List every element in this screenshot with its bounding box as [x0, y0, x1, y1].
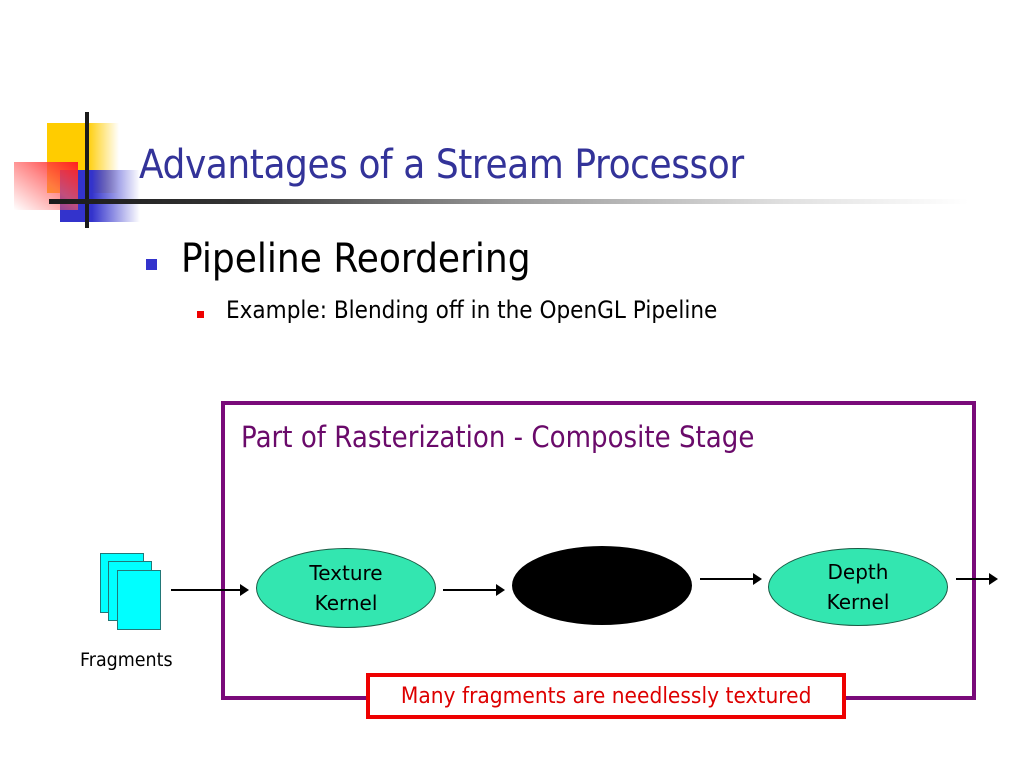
callout-text: Many fragments are needlessly textured — [400, 683, 812, 709]
texture-kernel-node: Texture Kernel — [256, 548, 436, 628]
arrow-fragments-to-texture — [171, 584, 249, 596]
fragment-page — [117, 570, 161, 630]
bullet-level2-text: Example: Blending off in the OpenGL Pipe… — [226, 296, 718, 324]
hidden-blend-node — [512, 546, 692, 625]
decorative-vertical-line — [85, 112, 89, 228]
arrow-depth-to-output — [956, 573, 998, 585]
texture-kernel-label-line1: Texture — [309, 561, 383, 585]
arrow-texture-to-blend — [443, 584, 505, 596]
depth-kernel-label-line2: Kernel — [826, 590, 890, 614]
fragments-stack-icon — [100, 553, 170, 633]
sub-bullet-square-icon — [197, 311, 204, 318]
depth-kernel-label-line1: Depth — [827, 560, 889, 584]
arrow-blend-to-depth — [700, 573, 762, 585]
slide-title: Advantages of a Stream Processor — [139, 142, 744, 188]
composite-stage-label: Part of Rasterization - Composite Stage — [241, 420, 755, 454]
bullet-square-icon — [146, 259, 157, 270]
title-underline-rule — [49, 199, 969, 204]
depth-kernel-node: Depth Kernel — [768, 548, 948, 626]
texture-kernel-label-line2: Kernel — [314, 591, 378, 615]
bullet-level1-text: Pipeline Reordering — [181, 236, 531, 282]
needless-texturing-callout: Many fragments are needlessly textured — [366, 673, 846, 719]
fragments-label: Fragments — [80, 649, 173, 671]
